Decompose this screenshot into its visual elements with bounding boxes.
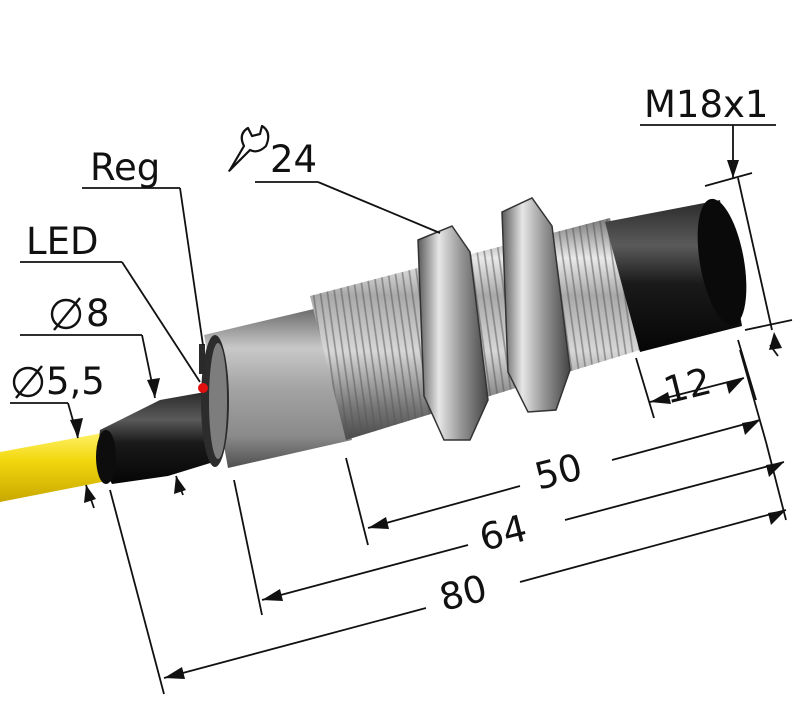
thread-ext-bottom: [744, 319, 793, 331]
dim80-line-left: [163, 607, 427, 679]
dim64-ext-right: [765, 441, 787, 521]
thread-label: M18x1: [644, 83, 768, 126]
led-leader: [121, 261, 201, 383]
diameter-5-5-label: 5,5: [46, 360, 105, 403]
cable: [0, 432, 112, 502]
arrowhead-dia55-top: [70, 418, 83, 438]
labels: M18x1 24 Reg LED 8 5,5 12 50 64 80: [26, 83, 768, 620]
dimension-64-label: 64: [475, 507, 531, 560]
wrench-icon: [228, 124, 270, 172]
dim80-line-right: [519, 509, 787, 583]
dimension-50-label: 50: [530, 445, 586, 498]
arrowheads: [70, 160, 786, 679]
reg-leader: [179, 187, 204, 346]
arrowhead-dia8-bottom: [174, 476, 186, 494]
arrowhead-64-right: [766, 462, 784, 477]
arrowhead-12-right: [726, 378, 744, 394]
led-indicator: [198, 383, 208, 393]
arrowhead-64-left: [262, 589, 283, 601]
arrowhead-50-right: [742, 420, 760, 435]
arrowhead-dia8-top: [147, 378, 160, 398]
dim64-line-left: [261, 544, 469, 601]
dimension-lines: [10, 124, 793, 695]
dim50-ext-left: [345, 457, 369, 546]
arrowhead-dia55-bottom: [84, 485, 96, 503]
cable-gland-end: [96, 430, 116, 484]
reg-potentiometer: [199, 344, 205, 374]
thread-ext-top: [704, 172, 753, 187]
dim64-line-right: [564, 461, 785, 521]
diameter-icon: [50, 297, 82, 331]
dim50-line-left: [367, 485, 521, 529]
rear-housing: [204, 308, 352, 468]
nut-front: [501, 197, 571, 413]
dimension-12-label: 12: [659, 359, 715, 412]
arrowhead-thread-top: [727, 160, 739, 178]
arrowhead-80-left: [164, 667, 185, 679]
reg-label: Reg: [90, 146, 160, 189]
diameter-8-label: 8: [86, 292, 110, 335]
cable-gland: [99, 392, 220, 484]
thread-dim-line: [737, 177, 773, 331]
led-label: LED: [26, 220, 98, 263]
diameter-icon: [12, 365, 44, 399]
arrowhead-80-right: [768, 510, 786, 525]
dim50-ext-right: [739, 349, 767, 443]
arrowhead-12-left: [650, 392, 671, 404]
rear-housing-rim: [209, 343, 227, 459]
dim50-line-right: [611, 419, 761, 461]
dim80-ext-left: [109, 489, 165, 695]
wrench-size-label: 24: [270, 138, 317, 181]
dim12-ext-left: [635, 357, 655, 419]
sensing-face: [697, 198, 747, 326]
arrowhead-50-left: [368, 517, 389, 529]
wrench-leader: [317, 181, 441, 234]
nut-rear: [417, 225, 489, 441]
dim12-ext-right: [737, 339, 757, 401]
dimension-80-label: 80: [435, 567, 491, 620]
arrowhead-thread-bottom: [769, 332, 782, 350]
dim64-ext-left: [233, 479, 263, 616]
sensor-body: [0, 197, 747, 502]
